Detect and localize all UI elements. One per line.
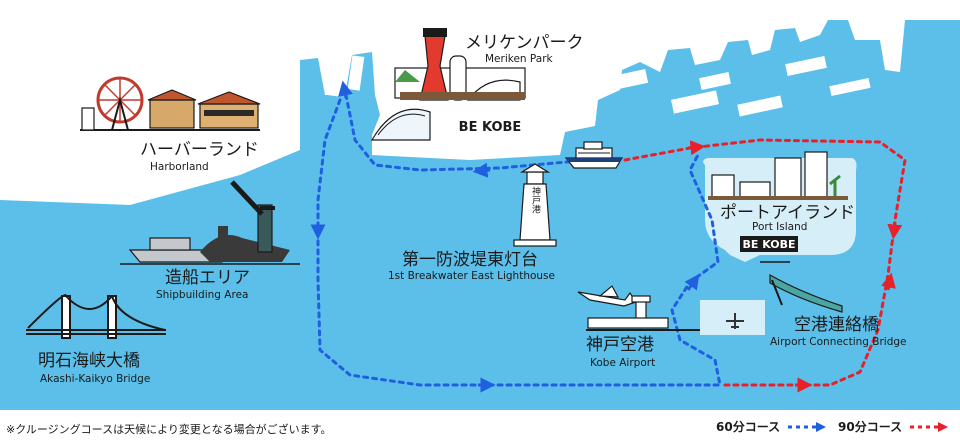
route-60-path xyxy=(343,88,590,172)
route-60-arrow-up xyxy=(338,80,353,99)
route-90-path xyxy=(623,138,907,387)
akashi-en: Akashi-Kaikyo Bridge xyxy=(40,373,150,385)
lighthouse-jp: 第一防波堤東灯台 xyxy=(402,250,538,270)
route-90-arrow-up xyxy=(881,272,896,291)
legend-60-arrow xyxy=(788,421,827,432)
lighthouse-illustration xyxy=(513,163,557,247)
airport-illustration xyxy=(577,285,700,331)
be-kobe-port-text: BE KOBE xyxy=(742,238,795,251)
harborland-illustration xyxy=(80,76,261,131)
route-90-arrow-right xyxy=(687,140,706,156)
lighthouse-sign: 神戸港 xyxy=(530,185,541,213)
airport-en: Kobe Airport xyxy=(590,357,655,369)
lighthouse-en: 1st Breakwater East Lighthouse xyxy=(388,270,555,282)
legend-90-min: 90分コース xyxy=(838,418,949,435)
airport-jp: 神戸空港 xyxy=(586,335,654,355)
airport-bridge-jp: 空港連絡橋 xyxy=(794,315,879,335)
route-90-arrow-down xyxy=(887,221,903,240)
port-island-illustration xyxy=(708,151,848,200)
meriken-park-jp: メリケンパーク xyxy=(465,33,584,53)
route-60-arrow-left xyxy=(472,162,491,178)
akashi-bridge-illustration xyxy=(26,294,166,339)
legend-60-min: 60分コース xyxy=(716,418,827,435)
legend-90-arrow xyxy=(910,421,949,432)
pier-notches xyxy=(327,55,871,117)
legend-90-label: 90分コース xyxy=(838,420,903,434)
harborland-jp: ハーバーランド xyxy=(140,140,259,160)
route-60-arrow-up2 xyxy=(684,273,700,291)
be-kobe-sign-port xyxy=(740,236,798,252)
cruise-ship-icon xyxy=(564,141,624,169)
port-island-jp: ポートアイランド xyxy=(720,203,855,223)
shipbuilding-illustration xyxy=(120,180,300,265)
shipbuilding-jp: 造船エリア xyxy=(165,268,250,288)
airport-bridge-en: Airport Connecting Bridge xyxy=(770,336,907,348)
meriken-park-en: Meriken Park xyxy=(485,53,554,65)
airport-bridge-illustration xyxy=(760,261,843,313)
be-kobe-sign-meriken xyxy=(455,116,525,136)
meriken-park-illustration xyxy=(370,28,526,141)
be-kobe-meriken-text: BE KOBE xyxy=(459,120,522,135)
legend-60-label: 60分コース xyxy=(716,420,781,434)
route-disclaimer: ※クルージングコースは天候により変更となる場合がございます。 xyxy=(6,423,332,436)
airport-plane-icon xyxy=(726,313,744,329)
shipbuilding-en: Shipbuilding Area xyxy=(156,289,248,301)
route-60-path-b xyxy=(316,98,722,387)
harborland-en: Harborland xyxy=(150,161,209,173)
port-island-en: Port Island xyxy=(752,221,807,233)
akashi-jp: 明石海峡大橋 xyxy=(38,351,140,371)
maritime-museum-icon xyxy=(370,108,431,141)
